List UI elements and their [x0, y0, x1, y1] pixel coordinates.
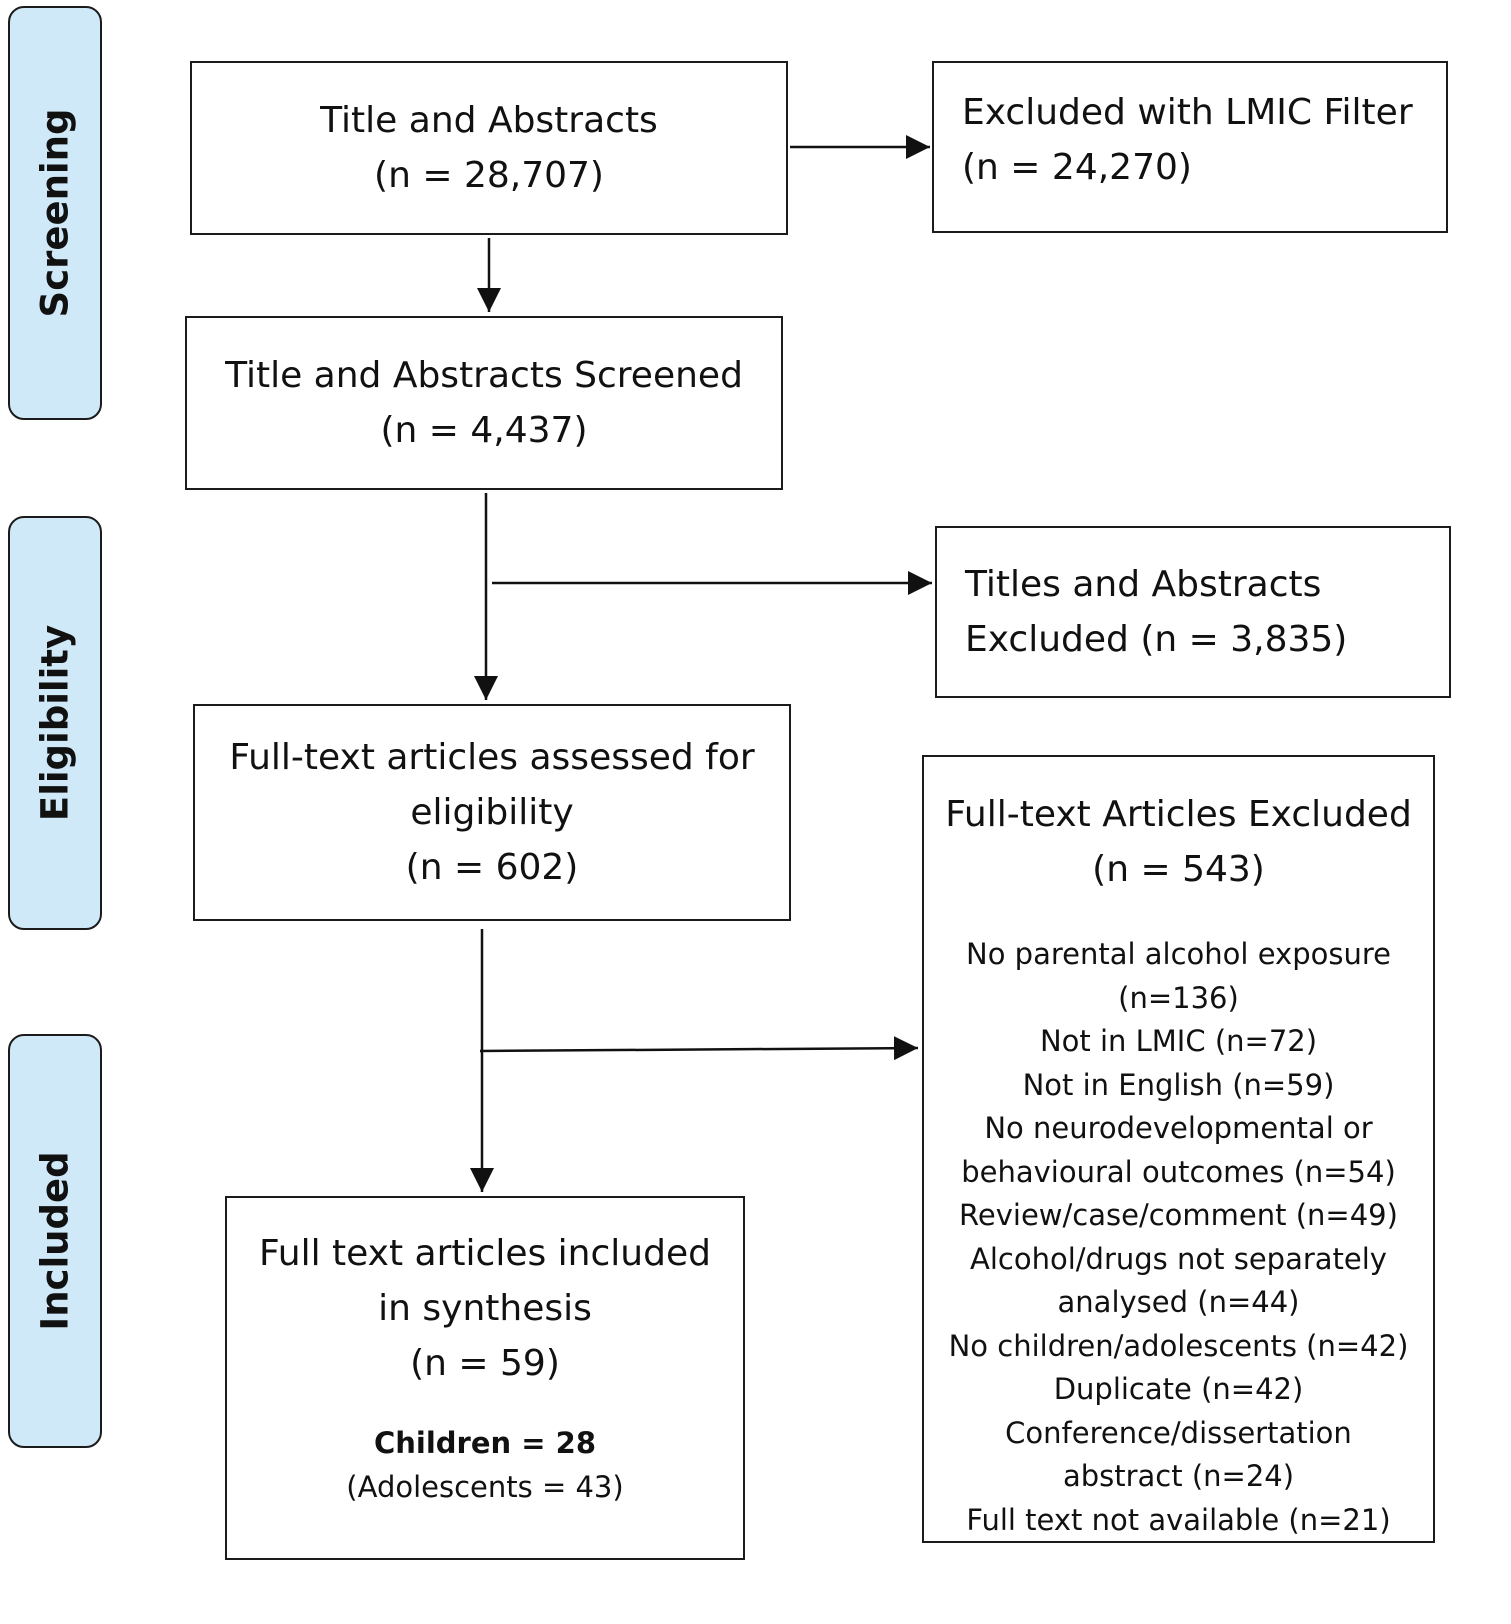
- stage-included-label: Included: [33, 1151, 77, 1331]
- exclusion-reasons-list: No parental alcohol exposure (n=136) Not…: [949, 933, 1409, 1542]
- exclusion-reason: analysed (n=44): [1057, 1285, 1300, 1319]
- box-full-text-excluded: Full-text Articles Excluded (n = 543) No…: [922, 755, 1435, 1543]
- stage-included: Included: [8, 1034, 102, 1448]
- box-full-text-assessed-line1: Full-text articles assessed for: [229, 737, 755, 778]
- exclusion-reason: Duplicate (n=42): [1053, 1372, 1304, 1406]
- box-full-text-assessed-line2: eligibility: [410, 792, 574, 833]
- exclusion-reason: Review/case/comment (n=49): [959, 1198, 1398, 1232]
- box-full-text-assessed-count: (n = 602): [405, 847, 579, 888]
- stage-eligibility-label: Eligibility: [33, 624, 77, 822]
- box-included-adolescents: (Adolescents = 43): [346, 1470, 624, 1504]
- stage-eligibility: Eligibility: [8, 516, 102, 930]
- stage-screening-label: Screening: [33, 108, 77, 318]
- box-title-and-abstracts-count: (n = 28,707): [374, 155, 604, 196]
- box-included-line2: in synthesis: [378, 1288, 592, 1329]
- exclusion-reason: Alcohol/drugs not separately: [970, 1241, 1387, 1276]
- exclusion-reason: behavioural outcomes (n=54): [961, 1154, 1396, 1189]
- arrow-to-full-text-excluded: [479, 1036, 919, 1061]
- exclusion-reason: Conference/dissertation: [1005, 1415, 1352, 1450]
- exclusion-reason: abstract (n=24): [1062, 1459, 1295, 1493]
- box-full-text-excluded-title: Full-text Articles Excluded: [945, 794, 1412, 835]
- box-excluded-titles-title: Titles and Abstracts: [965, 564, 1322, 605]
- box-screened-title: Title and Abstracts Screened: [225, 355, 743, 396]
- box-screened-count: (n = 4,437): [380, 410, 588, 451]
- box-full-text-excluded-count: (n = 543): [1092, 849, 1265, 890]
- box-title-and-abstracts-title: Title and Abstracts: [320, 100, 658, 141]
- exclusion-reason: No neurodevelopmental or: [984, 1111, 1373, 1145]
- box-titles-and-abstracts-excluded: Titles and Abstracts Excluded (n = 3,835…: [935, 526, 1451, 698]
- exclusion-reason: Not in English (n=59): [1022, 1067, 1335, 1102]
- exclusion-reason: Full text not available (n=21): [966, 1502, 1391, 1537]
- exclusion-reason: No children/adolescents (n=42): [948, 1328, 1409, 1363]
- exclusion-reason: (n=136): [1118, 980, 1239, 1015]
- exclusion-reason: No parental alcohol exposure: [966, 937, 1391, 971]
- box-full-text-assessed: Full-text articles assessed for eligibil…: [193, 704, 791, 921]
- box-excluded-lmic-count: (n = 24,270): [962, 147, 1192, 188]
- box-included-count: (n = 59): [410, 1343, 560, 1384]
- box-excluded-titles-count: Excluded (n = 3,835): [965, 619, 1348, 660]
- box-title-and-abstracts-screened: Title and Abstracts Screened (n = 4,437): [185, 316, 783, 490]
- box-excluded-lmic-title: Excluded with LMIC Filter: [962, 92, 1413, 133]
- box-title-and-abstracts: Title and Abstracts (n = 28,707): [190, 61, 788, 235]
- box-included-children: Children = 28: [373, 1426, 597, 1460]
- box-included-in-synthesis: Full text articles included in synthesis…: [225, 1196, 745, 1560]
- box-included-line1: Full text articles included: [259, 1233, 711, 1274]
- stage-screening: Screening: [8, 6, 102, 420]
- exclusion-reason: Not in LMIC (n=72): [1039, 1024, 1318, 1058]
- box-excluded-lmic-filter: Excluded with LMIC Filter (n = 24,270): [932, 61, 1448, 233]
